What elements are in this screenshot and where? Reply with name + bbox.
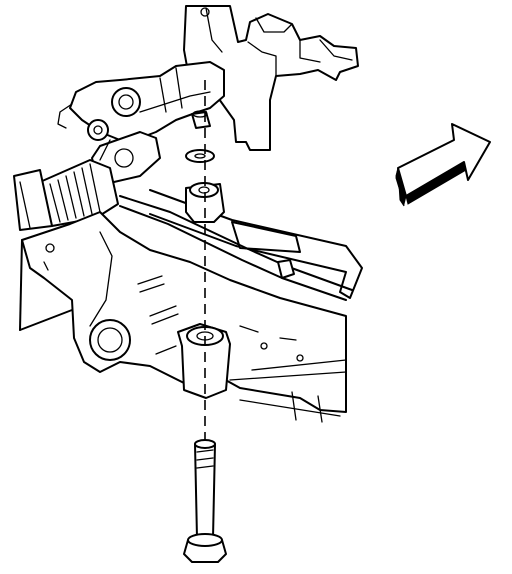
crossmember-mount-boss <box>177 323 231 399</box>
rack-boot <box>13 159 119 231</box>
steering-rack-tube <box>119 189 363 301</box>
mounting-bolt <box>183 439 227 563</box>
nut <box>191 110 211 129</box>
bushing <box>185 182 225 223</box>
forward-arrow-icon <box>395 123 491 207</box>
frame-crossmember <box>19 211 347 423</box>
steering-column-housing <box>183 5 359 151</box>
washer <box>185 149 215 163</box>
